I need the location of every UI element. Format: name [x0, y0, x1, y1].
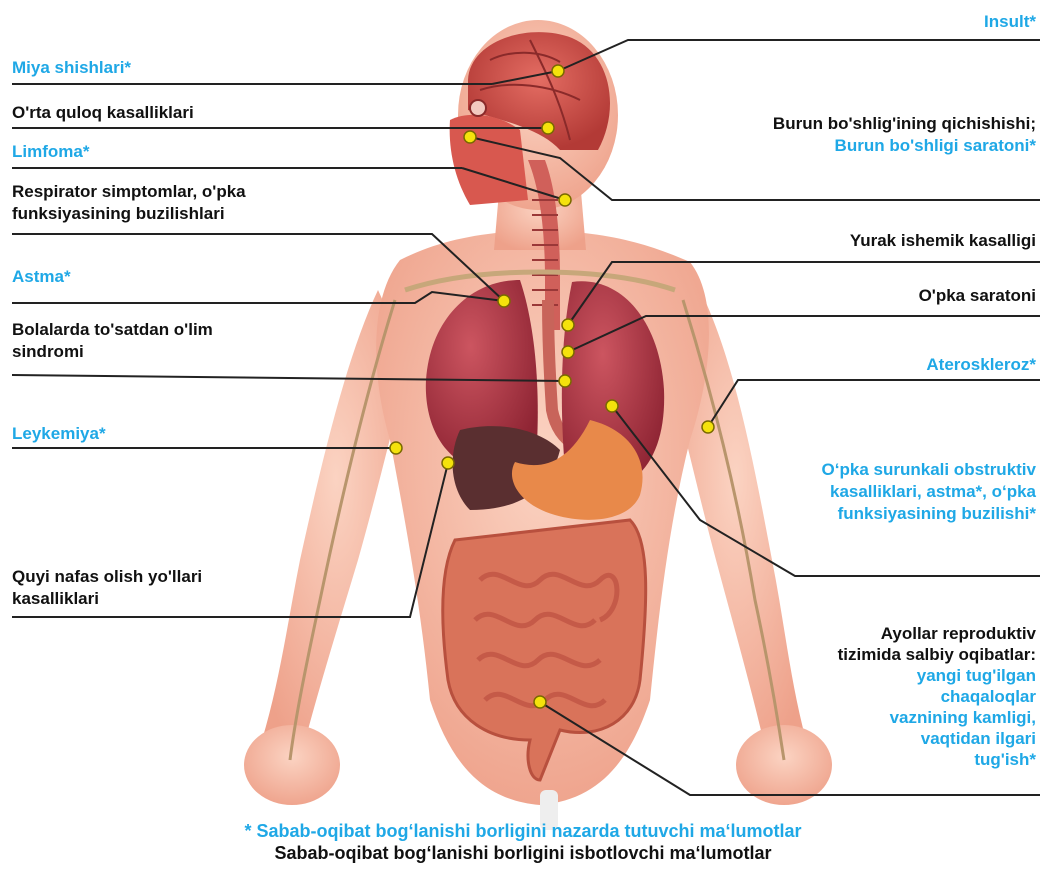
label-ayollar-line7: tug'ish*: [838, 749, 1036, 770]
label-kobl-line2: kasalliklari, astma*, o‘pka: [822, 481, 1036, 503]
label-bolalarda: Bolalarda to'satdan o'lim sindromi: [12, 319, 213, 363]
label-bolalarda-line2: sindromi: [12, 341, 213, 363]
marker-arm-left: [390, 442, 402, 454]
label-ayollar-line6: vaqtidan ilgari: [838, 728, 1036, 749]
label-ayollar: Ayollar reproduktiv tizimida salbiy oqib…: [838, 623, 1036, 770]
label-astma: Astma*: [12, 266, 71, 288]
label-ayollar-line2: tizimida salbiy oqibatlar:: [838, 644, 1036, 665]
marker-lung-left: [498, 295, 510, 307]
footer-legend-proven: Sabab-oqibat bog‘lanishi borligini isbot…: [0, 842, 1046, 864]
label-kobl-line1: O‘pka surunkali obstruktiv: [822, 459, 1036, 481]
label-kobl-line3: funksiyasining buzilishi*: [822, 503, 1036, 525]
label-respirator-line1: Respirator simptomlar, o'pka: [12, 181, 246, 203]
marker-nose: [464, 131, 476, 143]
label-insult: Insult*: [984, 11, 1036, 33]
marker-brain: [552, 65, 564, 77]
marker-ear: [542, 122, 554, 134]
label-quyi-line2: kasalliklari: [12, 588, 202, 610]
label-quyi-line1: Quyi nafas olish yo'llari: [12, 566, 202, 588]
label-opka-saratoni: O'pka saratoni: [919, 285, 1036, 307]
marker-heart: [562, 319, 574, 331]
marker-chest: [559, 375, 571, 387]
marker-liver: [442, 457, 454, 469]
label-bolalarda-line1: Bolalarda to'satdan o'lim: [12, 319, 213, 341]
label-burun-saratoni: Burun bo'shligi saratoni*: [773, 135, 1036, 157]
label-limfoma: Limfoma*: [12, 141, 89, 163]
marker-lung-right: [562, 346, 574, 358]
marker-lung-lower: [606, 400, 618, 412]
label-ayollar-line3: yangi tug'ilgan: [838, 665, 1036, 686]
label-ayollar-line1: Ayollar reproduktiv: [838, 623, 1036, 644]
label-orta-quloq: O'rta quloq kasalliklari: [12, 102, 194, 124]
label-quyi-nafas: Quyi nafas olish yo'llari kasalliklari: [12, 566, 202, 610]
marker-throat: [559, 194, 571, 206]
label-respirator: Respirator simptomlar, o'pka funksiyasin…: [12, 181, 246, 225]
label-kobl: O‘pka surunkali obstruktiv kasalliklari,…: [822, 459, 1036, 525]
label-ateroskleroz: Ateroskleroz*: [926, 354, 1036, 376]
marker-pelvis: [534, 696, 546, 708]
label-leykemiya: Leykemiya*: [12, 423, 106, 445]
label-burun: Burun bo'shlig'ining qichishishi; Burun …: [773, 113, 1036, 157]
label-ayollar-line4: chaqaloqlar: [838, 686, 1036, 707]
footer-legend-suggestive: * Sabab-oqibat bog‘lanishi borligini naz…: [0, 820, 1046, 842]
label-ayollar-line5: vaznining kamligi,: [838, 707, 1036, 728]
label-miya-shishlari: Miya shishlari*: [12, 57, 131, 79]
marker-arm-right: [702, 421, 714, 433]
label-respirator-line2: funksiyasining buzilishlari: [12, 203, 246, 225]
footer: * Sabab-oqibat bog‘lanishi borligini naz…: [0, 820, 1046, 864]
label-burun-qichishishi: Burun bo'shlig'ining qichishishi;: [773, 113, 1036, 135]
label-yurak: Yurak ishemik kasalligi: [850, 230, 1036, 252]
